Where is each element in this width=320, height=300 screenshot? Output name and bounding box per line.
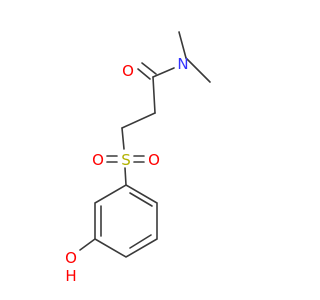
atom-labels: O N S O O O H: [65, 55, 189, 285]
hydroxyl-oxygen-label: O: [65, 249, 77, 267]
aromatic-bond-2: [129, 234, 152, 249]
hydroxyl-hydrogen-label: H: [65, 267, 76, 285]
bond-n-methyl-lower: [185, 57, 211, 83]
bond-n-methyl-upper: [178, 31, 187, 59]
bond-carbonyl-n: [152, 67, 175, 78]
bond-carbonyl-o-b: [141, 62, 157, 75]
aromatic-bond-1: [129, 192, 153, 207]
sulfonyl-oxygen-right-label: O: [148, 151, 160, 169]
amide-nitrogen-label: N: [177, 55, 188, 73]
bond-c-ch2-a: [152, 76, 156, 114]
hydroxyl-label: O H: [65, 249, 77, 285]
bond-ring-oh: [79, 238, 96, 251]
bond-carbonyl-o-a: [137, 68, 151, 80]
bonds: [79, 31, 211, 258]
bond-ch2-ch2: [121, 112, 156, 129]
molecule-diagram: O N S O O O H: [65, 31, 211, 285]
carbonyl-oxygen-label: O: [122, 62, 134, 80]
sulfur-label: S: [121, 151, 131, 169]
bond-ch2-s: [121, 127, 125, 150]
bond-s-ring: [124, 167, 127, 186]
benzene-ring: [94, 184, 158, 258]
sulfonyl-oxygen-left-label: O: [92, 151, 104, 169]
structure-canvas: O N S O O O H: [65, 31, 211, 285]
